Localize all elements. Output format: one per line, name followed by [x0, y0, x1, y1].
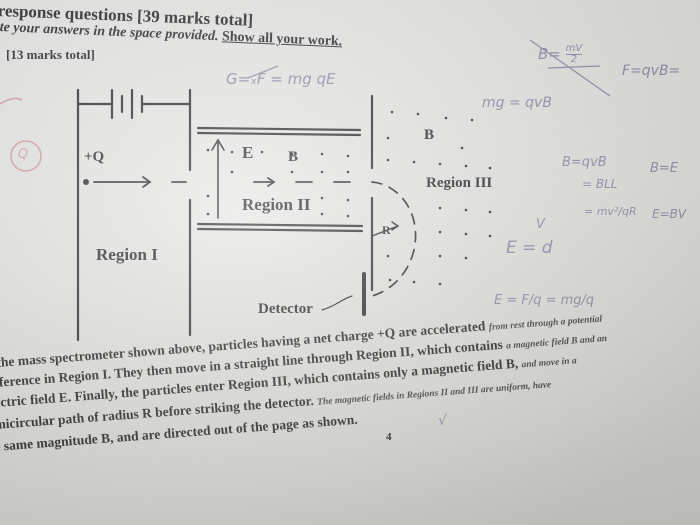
handwriting-bll: = BLL	[582, 177, 618, 191]
page-number: 4	[386, 431, 392, 443]
handwriting-b-e: B=E	[650, 161, 679, 176]
charge-label: +Q	[84, 149, 105, 165]
pencil-annotations	[247, 39, 611, 97]
marks-total-label: [13 marks total]	[6, 47, 95, 62]
handwriting-b-qvb: B=qvB	[562, 155, 607, 170]
handwriting-top-eq: G=ₓF = mg qE	[226, 70, 336, 88]
detector-label: Detector	[258, 301, 313, 317]
handwriting-mv2-frac: = mv²/qR	[584, 205, 637, 218]
red-pen-annotations	[0, 97, 42, 172]
handwriting-mg-eq: mg = qvB	[482, 95, 552, 111]
region2-field-dots	[206, 148, 350, 218]
handwriting-force-eq: F=qvB=	[622, 63, 681, 79]
handwriting-e-d: E = d	[506, 238, 553, 258]
region2-label: Region II	[242, 195, 311, 214]
region2-bottom-plate	[196, 222, 364, 228]
check-mark: √	[438, 413, 447, 429]
b-field-region2-label: B	[288, 149, 299, 165]
handwriting-q-circle: Q	[18, 147, 29, 162]
region1-label: Region I	[96, 245, 158, 264]
region3-field-dots	[386, 110, 492, 286]
radius-label: R	[382, 223, 391, 237]
semicircle-path	[371, 181, 417, 297]
b-field-region3-label: B	[424, 127, 435, 143]
e-field-label: E	[242, 143, 254, 162]
handwriting-v: V	[536, 217, 545, 232]
handwriting-e-fq: E = F/q = mg/q	[494, 293, 595, 308]
handwriting-b-eq: B= mV 2	[538, 43, 583, 65]
region3-label: Region III	[426, 175, 493, 191]
region2-top-plate	[196, 126, 362, 132]
handwriting-e-bv: E=BV	[652, 207, 687, 221]
